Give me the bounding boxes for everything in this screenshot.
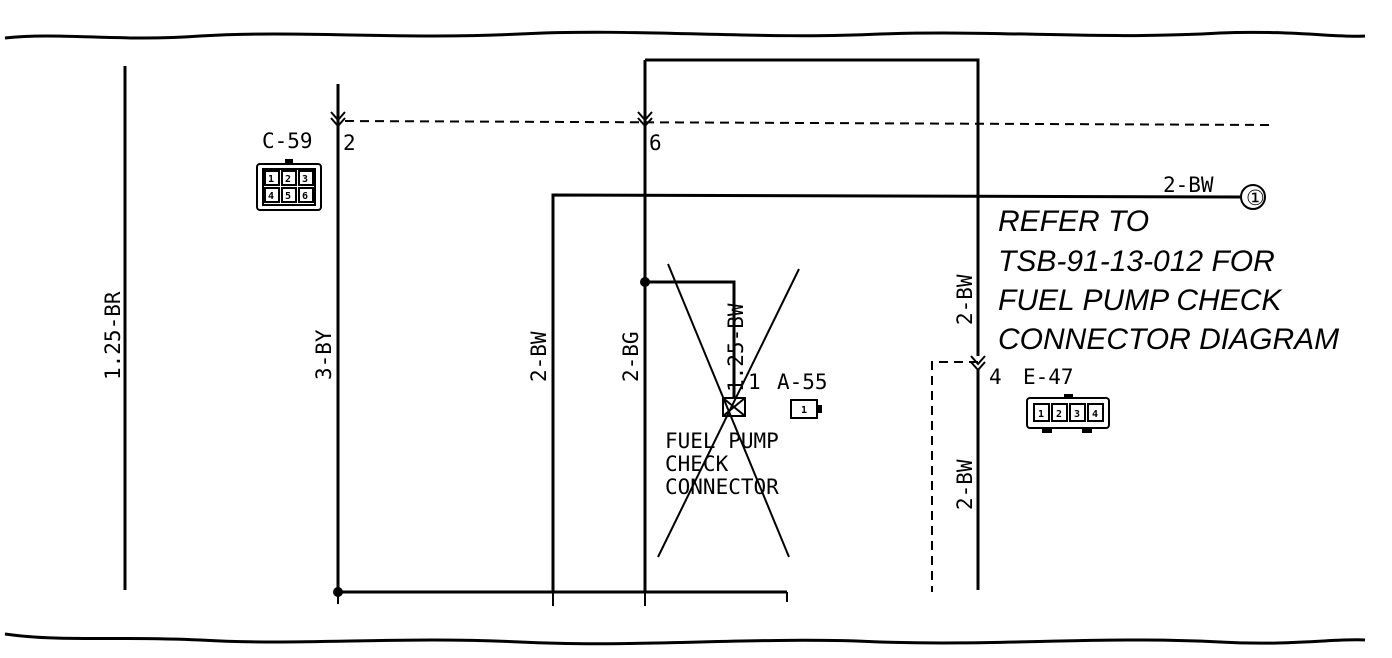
a55-pin-1: 1 [801, 405, 807, 416]
connector-a55-icon [790, 399, 822, 419]
wire-label-2-bw-right-upper: 2-BW [953, 274, 977, 325]
cross-out-line-1 [667, 263, 790, 558]
connector-c59-pin: 2 [343, 131, 356, 155]
c59-pin-1: 1 [268, 174, 274, 185]
connector-e47-pin: 4 [989, 365, 1002, 389]
wire-label-3-by: 3-BY [312, 329, 336, 380]
bottom-border [4, 632, 1366, 646]
c59-pin-4: 4 [268, 191, 274, 202]
fuel-pump-label-2: CHECK [665, 452, 729, 476]
connector-e47-icon [1026, 394, 1110, 433]
c59-pin-2: 2 [285, 174, 291, 185]
note-line-4: CONNECTOR DIAGRAM [998, 323, 1339, 356]
dashed-line-right [931, 361, 978, 592]
connector-e47-id: E-47 [1023, 365, 1074, 389]
wire-label-2-bw-a: 2-BW [527, 331, 551, 382]
c59-pin-3: 3 [302, 174, 308, 185]
note-line-3: FUEL PUMP CHECK [998, 284, 1283, 317]
c59-pin-6: 6 [302, 191, 308, 202]
wire-label-1-25-br: 1.25-BR [101, 291, 125, 380]
top-border [4, 30, 1366, 40]
cross-out-line-2 [657, 268, 800, 558]
a55-connector-x [722, 397, 746, 417]
connector-a55-pin: 1 [748, 370, 761, 394]
fuel-pump-label-1: FUEL PUMP [665, 429, 779, 453]
note-line-1: REFER TO [998, 205, 1149, 238]
wire-label-2-bg: 2-BG [619, 331, 643, 382]
wire-2-bw-main [551, 193, 1241, 592]
dashed-line-top [344, 120, 1273, 126]
connector-c59-icon [256, 159, 322, 211]
arrow-c59-pin6 [637, 111, 653, 128]
arrow-c59-pin2 [330, 111, 346, 128]
wire-1-25-bw [645, 280, 736, 398]
wire-top-loop [645, 58, 980, 356]
fuel-pump-label-3: CONNECTOR [665, 475, 779, 499]
wire-label-1-25-bw: 1.25-BW [724, 303, 748, 392]
wire-label-2-bw-right-lower: 2-BW [953, 459, 977, 510]
connector-a55-id: A-55 [777, 370, 828, 394]
connector-c59-id: C-59 [262, 129, 313, 153]
e47-pin-2: 2 [1056, 409, 1062, 420]
terminal-1-label: ① [1246, 186, 1265, 210]
wire-label-2-bw-top: 2-BW [1163, 173, 1214, 197]
e47-pin-1: 1 [1038, 409, 1044, 420]
c59-pin-5: 5 [285, 191, 291, 202]
connector-c59-pin6: 6 [649, 131, 662, 155]
e47-pin-3: 3 [1074, 409, 1080, 420]
note-line-2: TSB-91-13-012 FOR [998, 245, 1275, 278]
terminal-1-circle [1240, 184, 1266, 210]
e47-pin-4: 4 [1092, 409, 1098, 420]
